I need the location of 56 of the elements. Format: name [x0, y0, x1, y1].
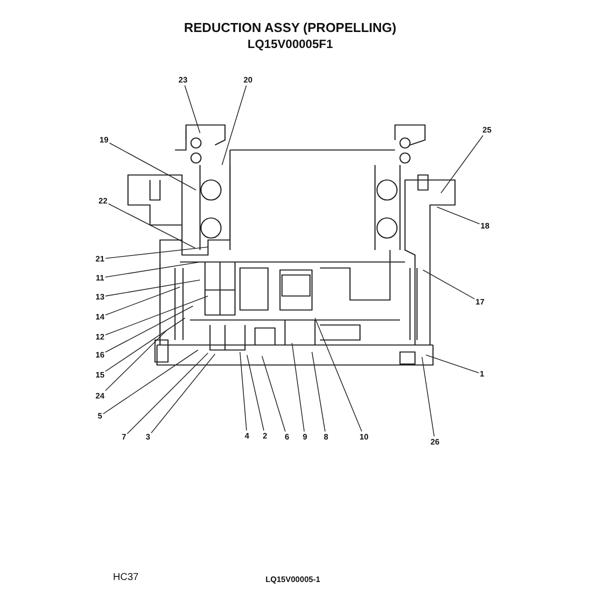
callout-number: 21	[96, 254, 104, 264]
leader-line	[240, 352, 247, 431]
leader-line	[109, 142, 196, 190]
leader-line	[292, 342, 305, 432]
leader-line	[184, 85, 200, 134]
callout-number: 8	[324, 432, 328, 442]
part-number: LQ15V00005F1	[248, 37, 333, 51]
leader-line	[222, 85, 247, 166]
leader-line	[422, 356, 435, 437]
callout-number: 1	[480, 370, 484, 378]
callout-number: 15	[96, 370, 104, 380]
leader-line	[426, 354, 480, 374]
callout-number: 18	[480, 222, 490, 230]
callout-number: 23	[178, 76, 188, 84]
callout-number: 17	[476, 298, 484, 306]
leader-line	[104, 262, 200, 278]
callout-number: 2	[262, 432, 268, 440]
callout-number: 10	[360, 432, 368, 442]
callout-number: 3	[146, 432, 150, 442]
leader-line	[105, 330, 168, 392]
callout-number: 19	[100, 136, 108, 144]
callout-number: 9	[302, 432, 308, 442]
callout-number: 20	[244, 76, 252, 84]
leader-line	[436, 206, 480, 224]
callout-number: 26	[430, 438, 440, 446]
leader-line	[105, 306, 194, 353]
leader-line	[108, 203, 196, 248]
leader-line	[105, 280, 200, 296]
leader-line	[440, 135, 484, 194]
leader-line	[312, 352, 326, 432]
leader-line	[105, 246, 208, 259]
callout-number: 4	[244, 432, 250, 440]
drawing-title: REDUCTION ASSY (PROPELLING)	[184, 20, 396, 35]
leader-line	[422, 270, 475, 300]
callout-number: 25	[482, 126, 492, 134]
drawing-number: LQ15V00005-1	[266, 575, 320, 584]
leader-line	[105, 286, 180, 316]
callout-number: 5	[98, 412, 102, 420]
callout-number: 14	[96, 312, 104, 322]
page-code: HC37	[113, 572, 139, 583]
callout-number: 12	[96, 332, 104, 342]
leader-line	[105, 296, 208, 336]
leader-line	[150, 354, 216, 434]
leader-line	[262, 356, 286, 432]
leader-line	[314, 318, 362, 432]
callout-number: 13	[96, 292, 104, 302]
leader-line	[246, 354, 264, 431]
leader-line	[102, 350, 198, 414]
callout-number: 16	[96, 350, 104, 360]
callout-number: 6	[284, 432, 290, 442]
callout-number: 7	[122, 432, 126, 442]
callout-number: 24	[96, 392, 104, 400]
callout-number: 11	[96, 274, 104, 282]
callout-number: 22	[98, 196, 108, 206]
leader-line	[105, 318, 186, 372]
leader-line	[126, 352, 208, 434]
